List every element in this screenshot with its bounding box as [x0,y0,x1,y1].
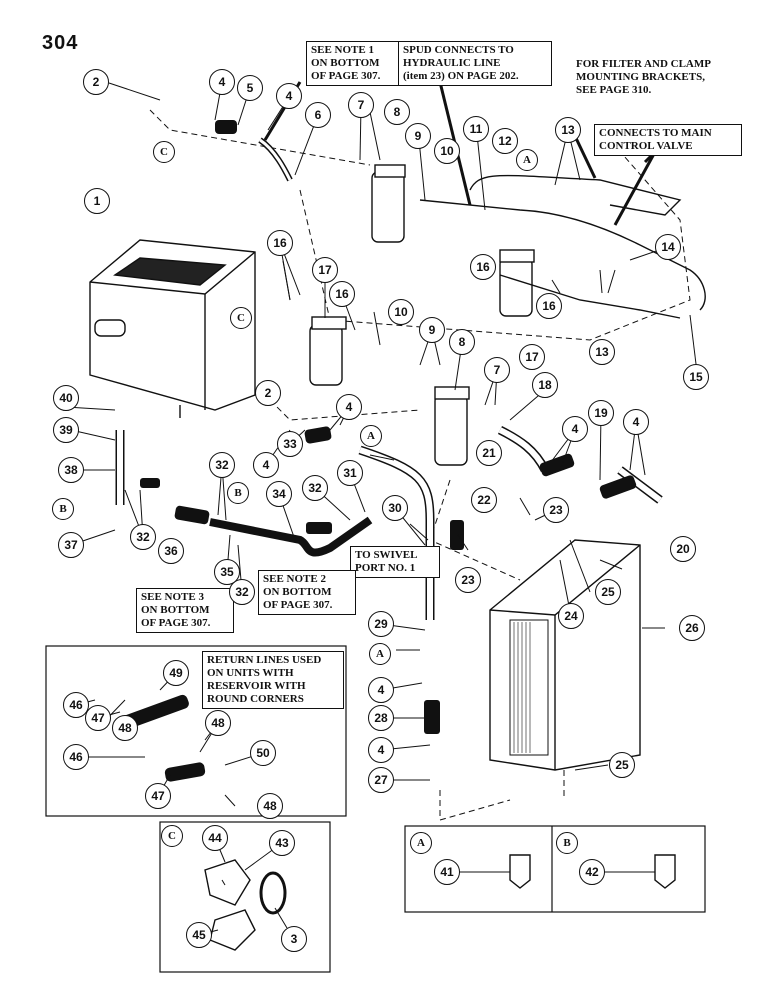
part-callout-4: 4 [336,394,362,420]
part-callout-50: 50 [250,740,276,766]
part-callout-14: 14 [655,234,681,260]
part-callout-41: 41 [434,859,460,885]
part-callout-48: 48 [205,710,231,736]
letter-callout-c: C [230,307,252,329]
letter-callout-c: C [161,825,183,847]
part-callout-32: 32 [209,452,235,478]
part-callout-7: 7 [348,92,374,118]
part-callout-43: 43 [269,830,295,856]
part-callout-32: 32 [302,475,328,501]
part-callout-4: 4 [368,737,394,763]
part-callout-4: 4 [562,416,588,442]
part-callout-3: 3 [281,926,307,952]
note-2-box: SEE NOTE 2 ON BOTTOM OF PAGE 307. [258,570,356,615]
part-callout-4: 4 [368,677,394,703]
part-callout-24: 24 [558,603,584,629]
part-callout-10: 10 [388,299,414,325]
part-callout-36: 36 [158,538,184,564]
filter-note: FOR FILTER AND CLAMP MOUNTING BRACKETS, … [572,56,760,99]
part-callout-46: 46 [63,744,89,770]
part-callout-20: 20 [670,536,696,562]
page-number: 304 [42,32,79,54]
part-callout-12: 12 [492,128,518,154]
part-callout-35: 35 [214,559,240,585]
part-callout-48: 48 [257,793,283,819]
part-callout-4: 4 [253,452,279,478]
part-callout-2: 2 [83,69,109,95]
main-valve-note-box: CONNECTS TO MAIN CONTROL VALVE [594,124,742,156]
part-callout-42: 42 [579,859,605,885]
part-callout-25: 25 [609,752,635,778]
note-3-box: SEE NOTE 3 ON BOTTOM OF PAGE 307. [136,588,234,633]
part-callout-26: 26 [679,615,705,641]
part-callout-16: 16 [536,293,562,319]
letter-callout-a: A [369,643,391,665]
part-callout-34: 34 [266,481,292,507]
part-callout-31: 31 [337,460,363,486]
swivel-note-box: TO SWIVEL PORT NO. 1 [350,546,440,578]
part-callout-18: 18 [532,372,558,398]
part-callout-9: 9 [419,317,445,343]
part-callout-28: 28 [368,705,394,731]
part-callout-45: 45 [186,922,212,948]
part-callout-7: 7 [484,357,510,383]
part-callout-40: 40 [53,385,79,411]
part-callout-46: 46 [63,692,89,718]
part-callout-25: 25 [595,579,621,605]
part-callout-33: 33 [277,431,303,457]
part-callout-21: 21 [476,440,502,466]
spud-note-box: SPUD CONNECTS TO HYDRAULIC LINE (item 23… [398,41,552,86]
part-callout-27: 27 [368,767,394,793]
reservoir-tank [89,239,256,418]
oil-cooler [489,539,641,771]
part-callout-44: 44 [202,825,228,851]
part-callout-48: 48 [112,715,138,741]
letter-callout-b: B [556,832,578,854]
part-callout-17: 17 [312,257,338,283]
part-callout-32: 32 [130,524,156,550]
part-callout-1: 1 [84,188,110,214]
letter-callout-a: A [516,149,538,171]
part-callout-4: 4 [623,409,649,435]
part-callout-16: 16 [470,254,496,280]
letter-callout-a: A [360,425,382,447]
part-callout-8: 8 [384,99,410,125]
part-callout-4: 4 [209,69,235,95]
letter-callout-b: B [52,498,74,520]
part-callout-13: 13 [555,117,581,143]
part-callout-15: 15 [683,364,709,390]
part-callout-38: 38 [58,457,84,483]
letter-callout-c: C [153,141,175,163]
part-callout-23: 23 [543,497,569,523]
part-callout-16: 16 [267,230,293,256]
part-callout-4: 4 [276,83,302,109]
part-callout-37: 37 [58,532,84,558]
part-callout-16: 16 [329,281,355,307]
letter-callout-b: B [227,482,249,504]
part-callout-19: 19 [588,400,614,426]
part-callout-29: 29 [368,611,394,637]
part-callout-8: 8 [449,329,475,355]
part-callout-13: 13 [589,339,615,365]
return-lines-note-box: RETURN LINES USED ON UNITS WITH RESERVOI… [202,651,344,709]
part-callout-49: 49 [163,660,189,686]
note-1-box: SEE NOTE 1 ON BOTTOM OF PAGE 307. [306,41,404,86]
part-callout-10: 10 [434,138,460,164]
part-callout-17: 17 [519,344,545,370]
part-callout-47: 47 [85,705,111,731]
part-callout-5: 5 [237,75,263,101]
part-callout-23: 23 [455,567,481,593]
part-callout-6: 6 [305,102,331,128]
part-callout-47: 47 [145,783,171,809]
part-callout-11: 11 [463,116,489,142]
part-callout-30: 30 [382,495,408,521]
letter-callout-a: A [410,832,432,854]
part-callout-2: 2 [255,380,281,406]
part-callout-9: 9 [405,123,431,149]
part-callout-39: 39 [53,417,79,443]
part-callout-22: 22 [471,487,497,513]
